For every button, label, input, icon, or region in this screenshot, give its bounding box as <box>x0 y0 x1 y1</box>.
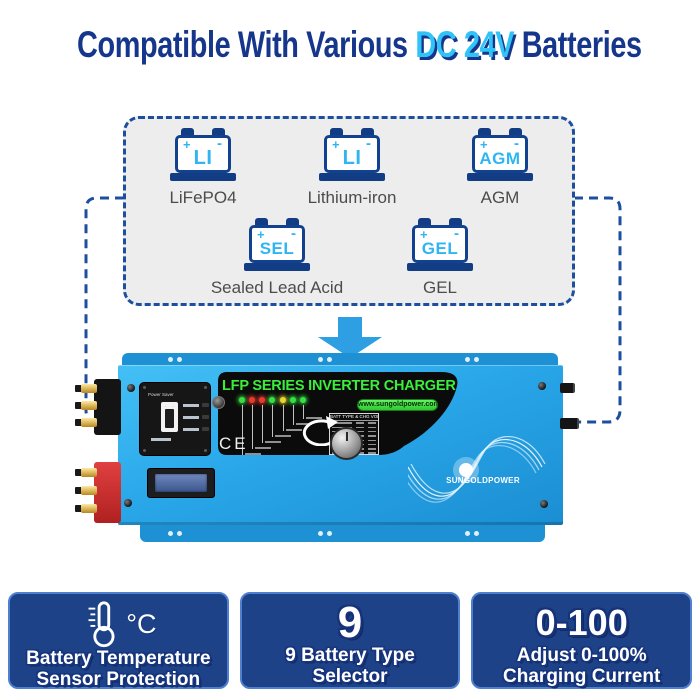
screw-icon <box>127 384 135 392</box>
feature-battery-type-selector: 9 9 Battery Type Selector <box>239 592 461 689</box>
power-switch[interactable] <box>161 402 178 432</box>
battery-icon: + - AGM <box>467 128 533 181</box>
table-header: BATT TYPE & CHG VOLTAGE <box>330 414 378 421</box>
dc-terminal-block <box>81 462 121 523</box>
feature-temperature-sensor: °C Battery Temperature Sensor Protection <box>8 592 229 689</box>
sungoldpower-logo <box>408 436 546 503</box>
ce-mark: CE <box>219 434 249 453</box>
battery-code: GEL <box>421 239 459 258</box>
battery-label: LiFePO4 <box>169 188 237 207</box>
battery-code: AGM <box>479 149 521 168</box>
led-indicator <box>249 397 255 403</box>
battery-icon: + - LI <box>319 128 385 181</box>
celsius-label: °C <box>126 608 157 639</box>
battery-card-sealed-lead-acid: + - SEL Sealed Lead Acid <box>211 218 343 297</box>
remote-panel-label: Power Saver <box>148 392 174 397</box>
battery-card-gel: + - GEL GEL <box>402 218 478 297</box>
battery-code: SEL <box>259 239 295 258</box>
battery-icon: + - SEL <box>244 218 310 271</box>
battery-card-lithium-iron: + - LI Lithium-iron <box>308 128 396 207</box>
feature-line1: 9 Battery Type <box>285 645 415 666</box>
title-part2: Batteries <box>514 24 642 65</box>
battery-code: LI <box>342 147 362 169</box>
panel-title: LFP SERIES INVERTER CHARGER <box>222 378 456 394</box>
minus-symbol: - <box>217 135 222 152</box>
page-title: Compatible With Various DC 24V Batteries <box>77 24 642 66</box>
rotate-arrow-icon <box>302 416 338 446</box>
led-indicator <box>280 397 286 403</box>
feature-charging-current: 0-100 Adjust 0-100% Charging Current <box>471 592 693 689</box>
battery-label: GEL <box>422 278 458 297</box>
feature-line2: Charging Current <box>503 665 661 687</box>
screw-icon <box>538 382 546 390</box>
website-pill: www.sungoldpower.com <box>357 399 438 411</box>
lcd-display <box>147 468 215 498</box>
title-highlight: DC 24V <box>415 24 515 65</box>
battery-card-lifepo4: + - LI LiFePO4 <box>165 128 241 207</box>
led-indicator <box>269 397 275 403</box>
battery-label: Lithium-iron <box>307 188 397 207</box>
side-connector <box>560 383 575 393</box>
battery-sensor-port <box>560 418 579 429</box>
screw-icon <box>540 500 548 508</box>
battery-icon: + - GEL <box>407 218 473 271</box>
led-indicator <box>239 397 245 403</box>
led-indicator <box>300 397 306 403</box>
battery-code: LI <box>193 147 213 169</box>
battery-label: Sealed Lead Acid <box>210 278 344 297</box>
led-indicator <box>259 397 265 403</box>
feature-value: 0-100 <box>535 601 628 643</box>
ac-terminal-block <box>81 379 121 435</box>
screw-icon <box>124 499 132 507</box>
feature-line1: Adjust 0-100% <box>516 645 647 666</box>
device-top-mounting-flange <box>122 353 558 366</box>
feature-line2: Sensor Protection <box>36 668 201 690</box>
battery-icon: + - LI <box>170 128 236 181</box>
title-part1: Compatible With Various <box>77 24 416 65</box>
brand-name: SUNGOLDPOWER <box>446 476 520 485</box>
down-arrow-icon <box>318 317 382 358</box>
charge-current-knob[interactable] <box>330 427 363 460</box>
feature-line1: Battery Temperature <box>26 648 211 669</box>
battery-card-agm: + - AGM AGM <box>462 128 538 207</box>
feature-value: 9 <box>337 597 363 647</box>
plus-symbol: + <box>183 137 191 152</box>
feature-badges: °C Battery Temperature Sensor Protection… <box>8 592 693 689</box>
small-dial-icon[interactable] <box>212 396 225 409</box>
thermometer-icon <box>88 601 115 648</box>
feature-line2: Selector <box>312 665 388 687</box>
remote-control-panel: Power Saver <box>139 382 211 456</box>
device-bottom-mounting-flange <box>140 525 545 542</box>
battery-label: AGM <box>480 188 520 207</box>
led-indicator <box>290 397 296 403</box>
